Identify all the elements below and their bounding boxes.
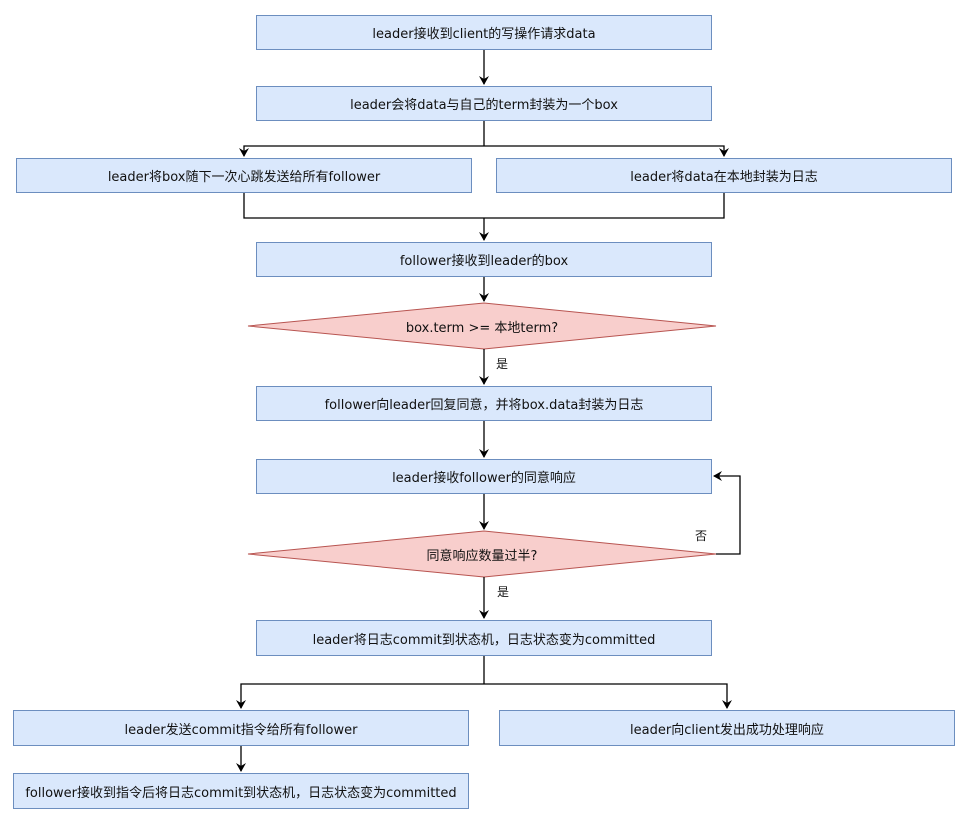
step-leader-local-log: leader将data在本地封装为日志	[496, 158, 952, 193]
edge-n4-merge	[484, 193, 725, 219]
step-reply-client-success: leader向client发出成功处理响应	[499, 710, 955, 746]
step-wrap-data-into-box: leader会将data与自己的term封装为一个box	[256, 86, 712, 121]
step-follower-agree-and-log: follower向leader回复同意，并将box.data封装为日志	[256, 386, 712, 421]
step-leader-receive-agree: leader接收follower的同意响应	[256, 459, 712, 494]
edge-split-n4	[484, 145, 729, 157]
step-leader-commit: leader将日志commit到状态机，日志状态变为committed	[256, 620, 712, 656]
step-receive-write-request: leader接收到client的写操作请求data	[256, 15, 712, 50]
step-follower-commit: follower接收到指令后将日志commit到状态机，日志状态变为commit…	[13, 773, 469, 809]
decision-diamond-term-check	[247, 302, 717, 350]
edge-label-yes-majority: 是	[497, 585, 510, 599]
edge-split-n3	[239, 145, 484, 157]
edge-n3-merge	[243, 193, 484, 219]
decision-majority-label: 同意响应数量过半?	[426, 548, 538, 564]
step-send-box-with-heartbeat: leader将box随下一次心跳发送给所有follower	[16, 158, 472, 193]
step-follower-receive-box: follower接收到leader的box	[256, 242, 712, 277]
edge-split-n9	[236, 683, 484, 709]
edge-label-yes-term: 是	[496, 357, 509, 371]
edge-d2-no-loop	[713, 471, 741, 555]
edge-split-n10	[484, 683, 732, 709]
decision-term-check-label: box.term >= 本地term?	[405, 320, 559, 336]
edge-label-no-majority: 否	[695, 529, 708, 543]
step-send-commit-command: leader发送commit指令给所有follower	[13, 710, 469, 746]
